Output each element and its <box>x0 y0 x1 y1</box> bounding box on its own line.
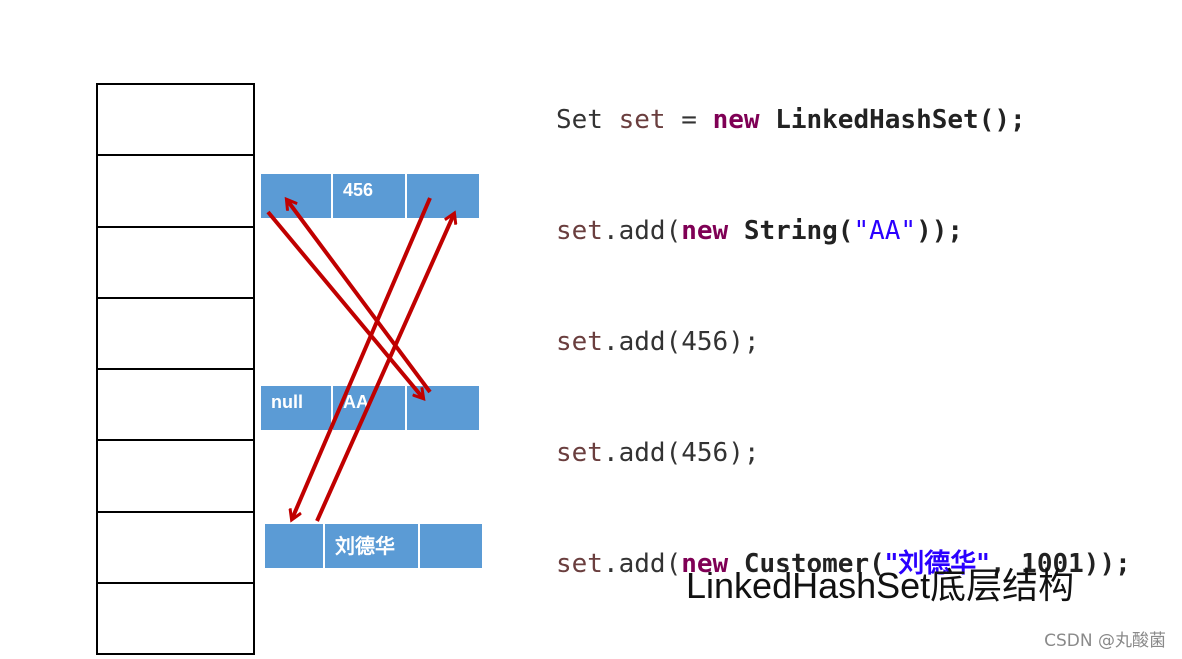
code-block: Set set = new LinkedHashSet(); set.add(n… <box>556 28 1131 620</box>
bucket-3 <box>98 299 253 370</box>
code-token: set <box>556 549 603 579</box>
code-token: ( <box>837 216 854 246</box>
code-line-1: Set set = new LinkedHashSet(); <box>556 102 1131 139</box>
code-class: Customer <box>743 549 870 579</box>
code-token: ( <box>869 549 885 579</box>
node-aa-after-cell <box>407 386 479 430</box>
hash-table <box>96 83 255 655</box>
code-token: , <box>989 549 1022 579</box>
node-aa-before-cell: null <box>261 386 331 430</box>
bucket-6 <box>98 513 253 584</box>
code-token: .add( <box>602 549 682 579</box>
bucket-0 <box>98 85 253 157</box>
code-token: set <box>618 105 666 135</box>
code-token: = <box>665 105 713 135</box>
bucket-5 <box>98 441 253 513</box>
arrow-aa-to-456 <box>287 200 432 394</box>
node-456-before-cell <box>261 174 331 218</box>
code-token: set <box>556 438 603 468</box>
code-line-2: set.add(new String("AA")); <box>556 213 1131 250</box>
diagram-caption: LinkedHashSet底层结构 <box>686 565 1075 606</box>
bucket-2 <box>98 228 253 299</box>
code-class: String <box>743 216 838 246</box>
code-keyword: new <box>712 105 760 135</box>
code-token: .add(456); <box>602 438 760 468</box>
code-token <box>760 105 776 135</box>
code-token: .add( <box>602 216 682 246</box>
node-customer-before-cell <box>265 524 323 568</box>
code-line-5: set.add(new Customer("刘德华", 1001)); <box>556 546 1131 583</box>
arrow-456-to-aa <box>266 210 423 398</box>
node-456-after-cell <box>407 174 479 218</box>
code-token <box>728 216 744 246</box>
code-number: 1001 <box>1021 549 1084 579</box>
code-line-4: set.add(456); <box>556 435 1131 472</box>
node-customer-value-cell: 刘德华 <box>325 524 418 568</box>
code-line-3: set.add(456); <box>556 324 1131 361</box>
code-token: set <box>556 216 603 246</box>
bucket-7 <box>98 584 253 653</box>
watermark: CSDN @丸酸菌 <box>1044 631 1166 651</box>
node-customer-after-cell <box>420 524 482 568</box>
code-token: set <box>556 327 603 357</box>
node-456: 456 <box>261 174 479 218</box>
code-string: "刘德华" <box>884 549 990 579</box>
node-aa-value-cell: AA <box>333 386 405 430</box>
code-string: "AA" <box>853 216 917 246</box>
code-token: .add(456); <box>602 327 760 357</box>
code-token: )); <box>916 216 964 246</box>
code-keyword: new <box>681 216 729 246</box>
code-class: LinkedHashSet <box>775 105 979 135</box>
code-token: )); <box>1083 549 1131 579</box>
node-aa: null AA <box>261 386 479 430</box>
code-token: Set <box>556 105 619 135</box>
node-customer: 刘德华 <box>265 524 482 568</box>
node-456-value-cell: 456 <box>333 174 405 218</box>
arrow-customer-to-456 <box>315 214 454 522</box>
code-token: (); <box>978 105 1026 135</box>
code-keyword: new <box>681 549 729 579</box>
bucket-1 <box>98 156 253 228</box>
arrow-456-to-customer <box>292 197 432 519</box>
bucket-4 <box>98 370 253 442</box>
